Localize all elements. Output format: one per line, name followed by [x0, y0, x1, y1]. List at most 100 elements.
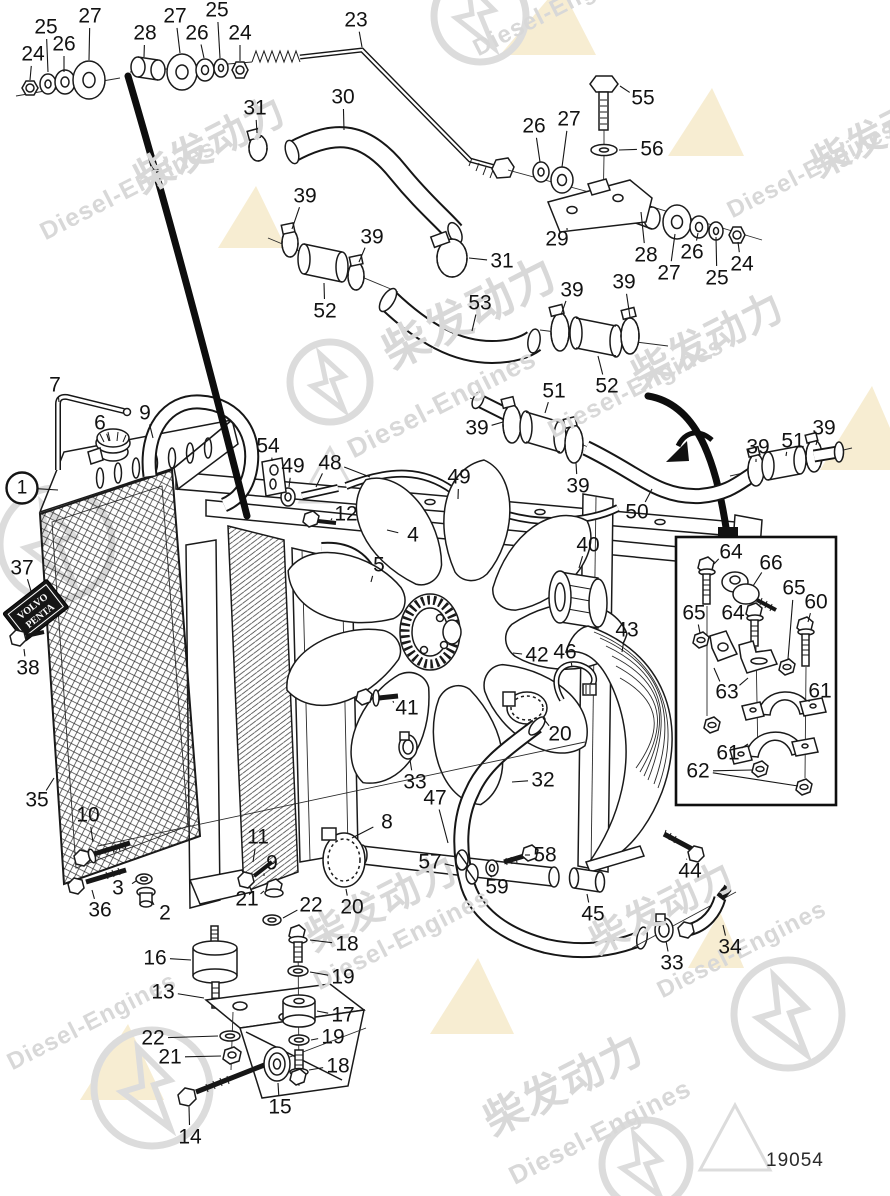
leader-line [752, 572, 763, 587]
ref-circle [5, 471, 39, 505]
leader-line [670, 233, 676, 262]
callout-58: 58 [533, 844, 556, 867]
leader-line [188, 1106, 191, 1126]
leader-line [741, 743, 749, 749]
leader-line [358, 247, 366, 263]
callout-17: 17 [331, 1004, 354, 1027]
callout-39: 39 [566, 475, 589, 498]
callout-37: 37 [10, 557, 33, 580]
callout-57: 57 [418, 851, 441, 874]
sleeve52-right-group [539, 303, 669, 358]
callout-26: 26 [52, 33, 75, 56]
leader-line [722, 924, 726, 936]
callout-39: 39 [812, 417, 835, 440]
callout-28: 28 [634, 244, 657, 267]
leader-line [149, 424, 154, 439]
callout-28: 28 [133, 22, 156, 45]
callout-39: 39 [612, 271, 635, 294]
direction-arrow [666, 430, 714, 462]
leader-line [713, 558, 720, 565]
washer22-nut21-under-bracket [219, 1011, 242, 1071]
callout-16: 16 [143, 947, 166, 970]
leader-line [23, 648, 26, 657]
hook46 [553, 661, 598, 702]
callout-20: 20 [548, 723, 571, 746]
bolt60 [796, 616, 815, 667]
callout-9: 9 [139, 402, 151, 425]
callout-13: 13 [151, 981, 174, 1004]
callout-46: 46 [553, 641, 576, 664]
mount16 [192, 925, 240, 1009]
saddle61-upper [741, 691, 827, 721]
hose32-illustration [453, 716, 649, 959]
leader-line [491, 421, 504, 426]
callout-39: 39 [293, 185, 316, 208]
leader-line [468, 257, 488, 261]
leader-line [177, 993, 205, 999]
leader-line [625, 293, 631, 318]
leader-line [618, 148, 638, 151]
leader-line [91, 889, 95, 900]
callout-14: 14 [178, 1126, 202, 1149]
leader-line [131, 880, 137, 885]
leader-line [184, 1055, 222, 1058]
leader-line [252, 848, 256, 863]
mount66 [721, 571, 777, 612]
callout-6: 6 [94, 412, 106, 435]
callout-53: 53 [468, 292, 491, 315]
leader-line [712, 769, 753, 772]
saddle61-lower [729, 731, 819, 765]
nuts62 [703, 716, 813, 796]
grommet15 [263, 1046, 291, 1082]
leader-line [330, 518, 333, 521]
leader-line [471, 314, 477, 332]
callout-8: 8 [381, 811, 393, 834]
callout-33: 33 [403, 771, 426, 794]
callout-39: 39 [746, 436, 769, 459]
leader-line [386, 529, 399, 534]
leader-line [535, 137, 541, 163]
hose53-illustration [378, 287, 542, 365]
callout-27: 27 [78, 5, 101, 28]
bolt44 [662, 829, 705, 863]
fan-bolt41 [355, 688, 399, 707]
callout-2: 2 [159, 902, 171, 925]
callout-5: 5 [373, 554, 385, 577]
callout-24: 24 [228, 22, 252, 45]
bolt10 [73, 741, 586, 867]
leader-line [255, 119, 258, 134]
callout-64: 64 [721, 602, 745, 625]
washer3-plug2 [135, 873, 156, 908]
leader-line [29, 65, 32, 81]
leader-line [586, 893, 590, 903]
leader-line [288, 477, 291, 488]
bolt55-washer56-bracket29 [546, 75, 653, 233]
fan-clutch40 [548, 570, 608, 629]
callout-11: 11 [247, 826, 269, 849]
leader-line [621, 641, 625, 653]
callout-50: 50 [625, 501, 648, 524]
callout-49: 49 [447, 466, 470, 489]
callout-27: 27 [163, 5, 186, 28]
callout-7: 7 [49, 374, 61, 397]
callout-56: 56 [640, 138, 663, 161]
clamp33-lower-elbow34 [631, 884, 737, 949]
callout-25: 25 [205, 0, 228, 22]
callout-39: 39 [465, 417, 488, 440]
callout-23: 23 [344, 9, 367, 32]
callout-26: 26 [185, 22, 208, 45]
bolt12 [302, 510, 337, 528]
leader-line [308, 1067, 324, 1071]
hose50-assembly [469, 390, 853, 505]
detail-box [674, 535, 838, 807]
fan-illustration [273, 459, 633, 815]
callout-61: 61 [808, 680, 831, 703]
callout-48: 48 [318, 452, 341, 475]
leader-line [715, 236, 718, 267]
drawing-number: 19054 [766, 1150, 824, 1171]
callout-32: 32 [531, 769, 554, 792]
callout-39: 39 [360, 226, 383, 249]
leader-line [712, 772, 799, 787]
